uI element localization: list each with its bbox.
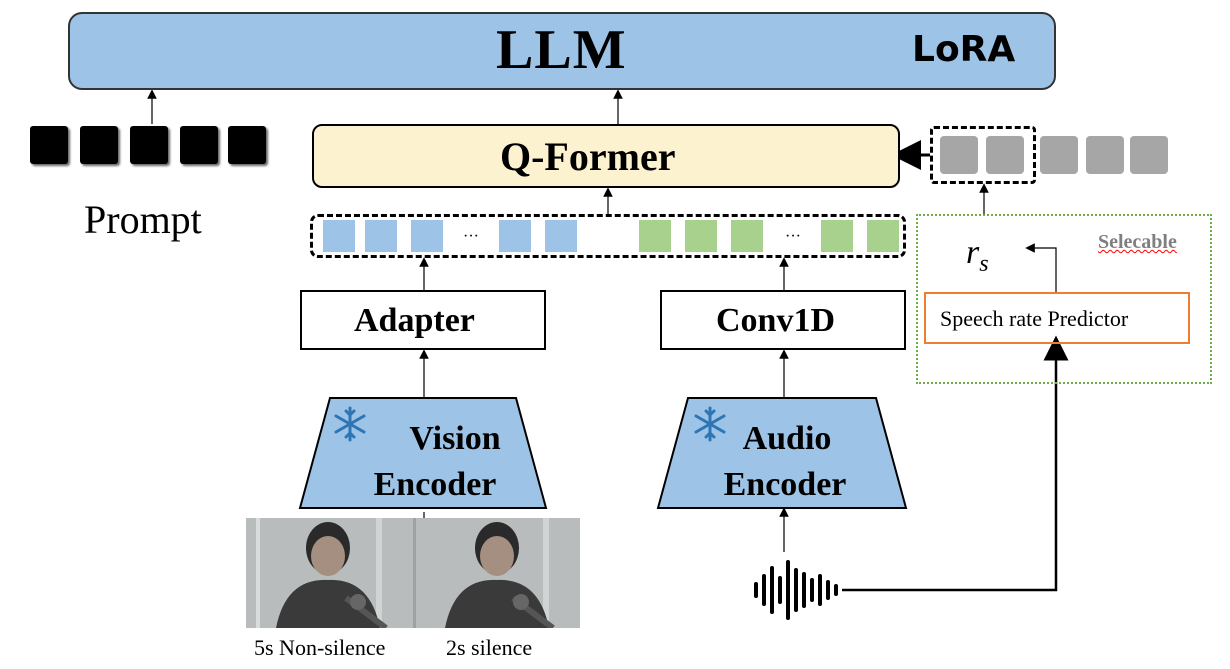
prompt-token (30, 126, 68, 164)
prompt-token (228, 126, 266, 164)
vision-token (411, 220, 443, 252)
prompt-token (180, 126, 218, 164)
vision-encoder-line1: Vision (409, 420, 501, 457)
speech-rate-predictor-block (924, 292, 1190, 344)
caption-silence: 2s silence (446, 635, 533, 660)
snowflake-icon-vision (334, 406, 366, 442)
audio-waveform-icon (754, 560, 838, 620)
speech-rate-predictor-label: Speech rate Predictor (940, 306, 1129, 331)
gray-token (1086, 136, 1124, 174)
prompt-label: Prompt (84, 197, 202, 242)
audio-encoder-line1: Audio (742, 420, 832, 457)
llm-block (68, 12, 1056, 90)
conv1d-label: Conv1D (716, 302, 836, 339)
selectable-label: Selecable (1098, 231, 1177, 253)
video-frame-left (246, 518, 413, 628)
selectable-region (916, 214, 1212, 384)
adapter-label: Adapter (354, 302, 475, 339)
feature-token-row: ··· ··· (310, 214, 906, 258)
vision-token (323, 220, 355, 252)
arrow-wave-to-predictor (842, 335, 1069, 592)
prompt-token (130, 126, 168, 164)
gray-token (1130, 136, 1168, 174)
prompt-token (80, 126, 118, 164)
qformer-block (312, 124, 900, 188)
rate-symbol: r (966, 234, 980, 271)
arrow-predictor-to-rs (1025, 243, 1057, 292)
audio-ellipsis: ··· (785, 228, 801, 245)
audio-encoder-label: Audio Encoder (690, 416, 880, 508)
llm-title: LLM (496, 19, 627, 81)
vision-encoder-line2: Encoder (373, 465, 497, 503)
vision-token (499, 220, 531, 252)
caption-non-silence: 5s Non-silence (254, 635, 386, 660)
vision-token (365, 220, 397, 252)
adapter-block (300, 290, 546, 350)
vision-token (545, 220, 577, 252)
vision-ellipsis: ··· (463, 228, 479, 245)
audio-encoder-shape (656, 397, 908, 509)
audio-token (821, 220, 853, 252)
audio-token (867, 220, 899, 252)
audio-token (639, 220, 671, 252)
prompt-tokens (30, 126, 270, 166)
gray-tokens (940, 136, 1170, 176)
video-frame-right (413, 518, 580, 628)
speech-rate-token (986, 136, 1024, 174)
snowflake-icon-audio (694, 406, 726, 442)
speaker-frame-image (413, 518, 580, 628)
speaker-frame-image (246, 518, 413, 628)
speech-rate-symbol: rs (966, 236, 989, 276)
audio-token (685, 220, 717, 252)
gray-token (1040, 136, 1078, 174)
vision-encoder-label: Vision Encoder (340, 416, 530, 508)
speech-rate-token (940, 136, 978, 174)
rate-subscript: s (979, 250, 989, 277)
qformer-title: Q-Former (500, 134, 676, 179)
speech-rate-token-group (930, 126, 1036, 184)
lora-label: LoRA (912, 29, 1016, 70)
audio-token (731, 220, 763, 252)
audio-encoder-line2: Encoder (723, 465, 847, 503)
conv1d-block (660, 290, 906, 350)
vision-encoder-shape (298, 397, 548, 509)
